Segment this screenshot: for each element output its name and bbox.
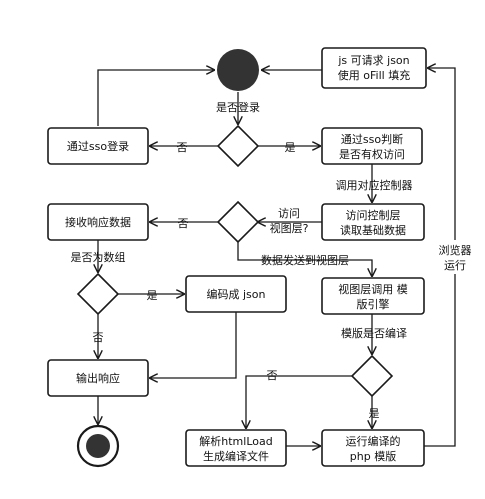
decision-array [76, 272, 120, 316]
box-run-php-line1: 运行编译的 [346, 434, 401, 448]
box-access-ctrl-line1: 访问控制层 [346, 208, 401, 222]
box-sso-check-line2: 是否有权访问 [339, 147, 405, 161]
box-output-text: 输出响应 [76, 371, 120, 385]
box-access-ctrl: 访问控制层 读取基础数据 [321, 203, 425, 241]
box-view-engine-line2: 版引擎 [357, 297, 390, 311]
label-yes-array: 是 [147, 289, 158, 302]
box-receive-data: 接收响应数据 [47, 203, 149, 241]
label-browser-2: 运行 [444, 259, 466, 272]
decision-view [216, 200, 260, 244]
box-run-php-line2: php 模版 [350, 449, 396, 463]
label-is-array: 是否为数组 [71, 250, 126, 264]
start-node [217, 49, 259, 91]
label-no-login: 否 [177, 141, 188, 154]
box-parse-html: 解析htmlLoad 生成编译文件 [185, 429, 287, 467]
label-view-question-1: 访问 [278, 207, 300, 220]
label-no-view: 否 [178, 217, 189, 230]
box-view-engine-line1: 视图层调用 模 [338, 282, 408, 296]
label-no-array: 否 [93, 331, 104, 344]
box-js-json-line1: js 可请求 json [337, 54, 409, 67]
box-sso-check: 通过sso判断 是否有权访问 [321, 127, 423, 165]
label-yes-login: 是 [285, 141, 296, 154]
edge-sso-login-to-start [97, 70, 214, 126]
box-encode-json-text: 编码成 json [207, 287, 266, 301]
label-call-controller: 调用对应控制器 [336, 178, 413, 192]
box-js-json-line2: 使用 oFill 填充 [338, 68, 410, 82]
decision-compiled [350, 354, 394, 398]
box-receive-data-text: 接收响应数据 [65, 215, 131, 229]
box-run-php: 运行编译的 php 模版 [321, 429, 425, 467]
edge-encode-to-output [150, 312, 237, 378]
box-sso-login: 通过sso登录 [47, 127, 149, 165]
label-browser-bg [432, 240, 478, 274]
edge-diamond4-no [246, 375, 352, 428]
label-yes-compiled: 是 [369, 407, 380, 420]
box-sso-check-line1: 通过sso判断 [341, 132, 403, 146]
label-is-login: 是否登录 [216, 100, 260, 114]
box-view-engine: 视图层调用 模 版引擎 [321, 277, 425, 315]
box-js-json: js 可请求 json 使用 oFill 填充 [321, 47, 427, 89]
label-data-to-view: 数据发送到视图层 [261, 253, 349, 267]
label-template-compiled: 模版是否编译 [341, 326, 407, 340]
end-node [76, 424, 120, 468]
edge-diamond2-to-view [237, 242, 372, 276]
label-view-question-2: 视图层? [270, 221, 309, 235]
box-sso-login-text: 通过sso登录 [67, 139, 129, 153]
box-encode-json: 编码成 json [185, 275, 287, 313]
decision-login [216, 124, 260, 168]
box-access-ctrl-line2: 读取基础数据 [340, 223, 406, 237]
label-browser-1: 浏览器 [439, 243, 472, 257]
box-parse-html-line1: 解析htmlLoad [199, 434, 272, 448]
box-output: 输出响应 [47, 359, 149, 397]
box-parse-html-line2: 生成编译文件 [203, 449, 269, 463]
label-no-compiled: 否 [267, 369, 278, 382]
